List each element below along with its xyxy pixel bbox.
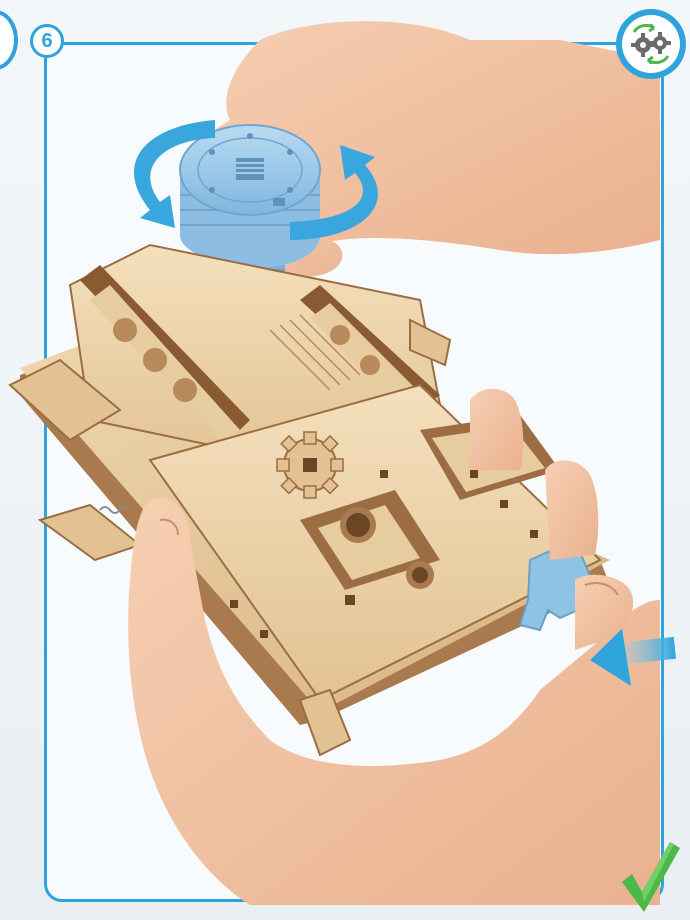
wooden-gear <box>277 432 343 498</box>
wooden-mechanism <box>10 245 610 755</box>
gears-icon <box>628 24 674 64</box>
checkmark-icon <box>618 838 682 914</box>
gears-badge <box>616 9 686 79</box>
